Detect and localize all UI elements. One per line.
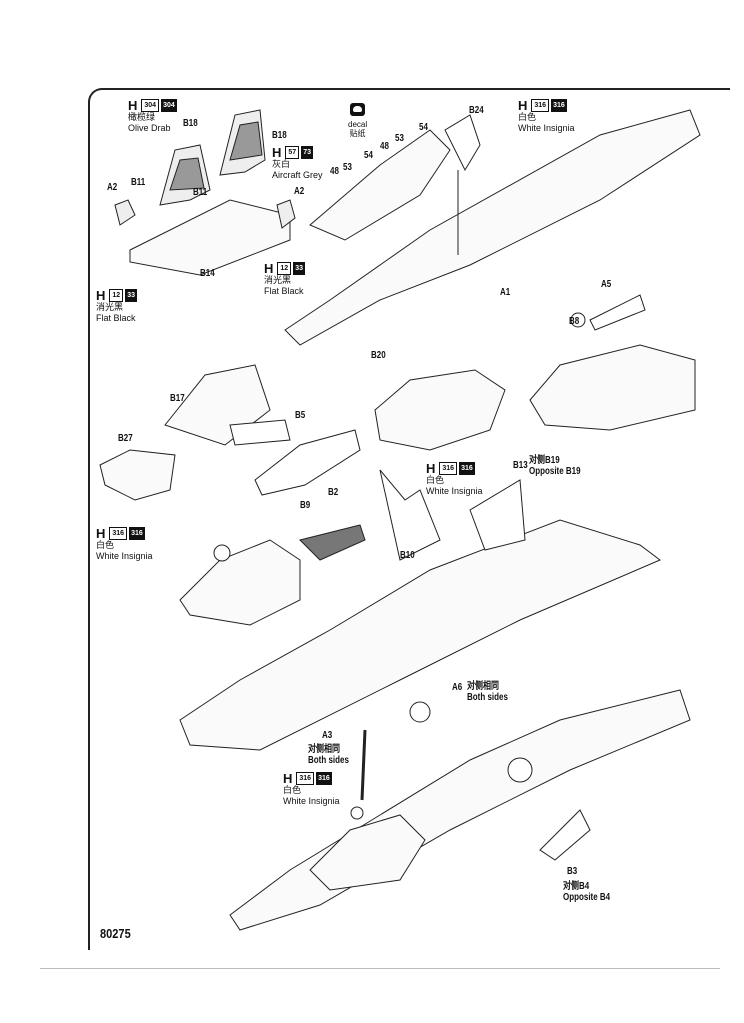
cockpit-console-drawing: [309, 129, 451, 241]
page-frame: [88, 88, 730, 950]
part-b2-drawing: [299, 524, 366, 561]
part-label: A1: [500, 287, 511, 298]
part-label: B20: [371, 350, 386, 361]
part-label: B27: [118, 433, 133, 444]
part-label: B11: [193, 187, 208, 198]
part-label: A2: [294, 186, 305, 197]
decal-icon: [350, 103, 365, 116]
part-label: B10: [400, 550, 415, 561]
part-label: B8: [569, 316, 580, 327]
part-label: B9: [300, 500, 311, 511]
part-label: B5: [295, 410, 306, 421]
fuselage-a1-drawing: [284, 109, 701, 346]
page-bottom-rule: [40, 968, 720, 969]
part-label: 54: [364, 150, 373, 161]
page-number: 80275: [100, 926, 131, 941]
fuselage-assembly-drawing: [179, 519, 661, 751]
part-label: 48: [330, 166, 339, 177]
part-label: 54: [419, 122, 428, 133]
part-label: B18: [183, 118, 198, 129]
part-label: 53: [395, 133, 404, 144]
part-label: A3: [322, 730, 333, 741]
part-label: 48: [380, 141, 389, 152]
cockpit-tub-drawing: [114, 109, 296, 276]
part-b10-drawing: [379, 469, 441, 561]
part-label: B2: [328, 487, 339, 498]
part-label: B11: [131, 177, 146, 188]
part-label: B14: [200, 268, 215, 279]
part-b24-drawing: [444, 114, 481, 172]
intake-b20-drawing: [374, 369, 506, 451]
part-label: B3: [567, 866, 578, 877]
part-label: A6: [452, 682, 463, 693]
part-label: B13: [513, 460, 528, 471]
part-label: A2: [107, 182, 118, 193]
part-label: B24: [469, 105, 484, 116]
part-b27-drawing: [99, 449, 176, 501]
part-label: A5: [601, 279, 612, 290]
part-label: 53: [343, 162, 352, 173]
part-label: B17: [170, 393, 185, 404]
nose-section-drawing: [529, 344, 696, 431]
part-label: B18: [272, 130, 287, 141]
